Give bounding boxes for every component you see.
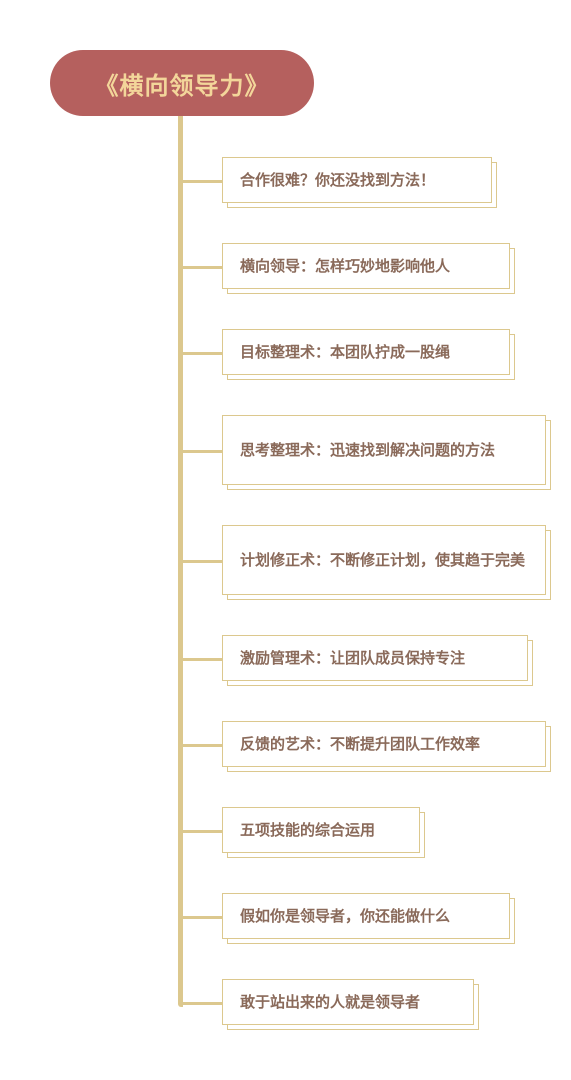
topic-card: 横向领导：怎样巧妙地影响他人 xyxy=(222,243,510,289)
trunk-connector xyxy=(178,114,183,1007)
topic-node[interactable]: 合作很难？你还没找到方法！ xyxy=(222,157,497,208)
branch-connector xyxy=(181,658,223,661)
topic-node[interactable]: 计划修正术：不断修正计划，使其趋于完美 xyxy=(222,525,551,600)
topic-node[interactable]: 激励管理术：让团队成员保持专注 xyxy=(222,635,533,686)
branch-connector xyxy=(181,266,223,269)
topic-label: 横向领导：怎样巧妙地影响他人 xyxy=(240,256,451,275)
topic-label: 敢于站出来的人就是领导者 xyxy=(240,992,421,1011)
topic-card: 计划修正术：不断修正计划，使其趋于完美 xyxy=(222,525,546,595)
topic-node[interactable]: 敢于站出来的人就是领导者 xyxy=(222,979,479,1030)
topic-card: 思考整理术：迅速找到解决问题的方法 xyxy=(222,415,546,485)
topic-card: 假如你是领导者，你还能做什么 xyxy=(222,893,510,939)
branch-connector xyxy=(181,352,223,355)
topic-node[interactable]: 横向领导：怎样巧妙地影响他人 xyxy=(222,243,515,294)
branch-connector xyxy=(181,830,223,833)
branch-connector xyxy=(181,916,223,919)
branch-connector xyxy=(181,450,223,453)
topic-card: 五项技能的综合运用 xyxy=(222,807,420,853)
topic-label: 计划修正术：不断修正计划，使其趋于完美 xyxy=(240,550,526,569)
topic-label: 反馈的艺术：不断提升团队工作效率 xyxy=(240,734,481,753)
topic-card: 敢于站出来的人就是领导者 xyxy=(222,979,474,1025)
topic-label: 激励管理术：让团队成员保持专注 xyxy=(240,648,466,667)
topic-node[interactable]: 五项技能的综合运用 xyxy=(222,807,425,858)
topic-node[interactable]: 思考整理术：迅速找到解决问题的方法 xyxy=(222,415,551,490)
topic-card: 目标整理术：本团队拧成一股绳 xyxy=(222,329,510,375)
topic-card: 激励管理术：让团队成员保持专注 xyxy=(222,635,528,681)
topic-label: 合作很难？你还没找到方法！ xyxy=(240,170,436,189)
topic-node[interactable]: 假如你是领导者，你还能做什么 xyxy=(222,893,515,944)
root-topic[interactable]: 《横向领导力》 xyxy=(50,50,314,116)
topic-card: 反馈的艺术：不断提升团队工作效率 xyxy=(222,721,546,767)
branch-connector xyxy=(181,560,223,563)
topic-label: 思考整理术：迅速找到解决问题的方法 xyxy=(240,440,496,459)
root-topic-label: 《横向领导力》 xyxy=(94,71,270,100)
topic-node[interactable]: 反馈的艺术：不断提升团队工作效率 xyxy=(222,721,551,772)
branch-connector xyxy=(181,744,223,747)
topic-node[interactable]: 目标整理术：本团队拧成一股绳 xyxy=(222,329,515,380)
topic-label: 目标整理术：本团队拧成一股绳 xyxy=(240,342,451,361)
branch-connector xyxy=(181,180,223,183)
topic-label: 假如你是领导者，你还能做什么 xyxy=(240,906,451,925)
topic-card: 合作很难？你还没找到方法！ xyxy=(222,157,492,203)
topic-label: 五项技能的综合运用 xyxy=(240,820,376,839)
branch-connector xyxy=(181,1002,223,1005)
